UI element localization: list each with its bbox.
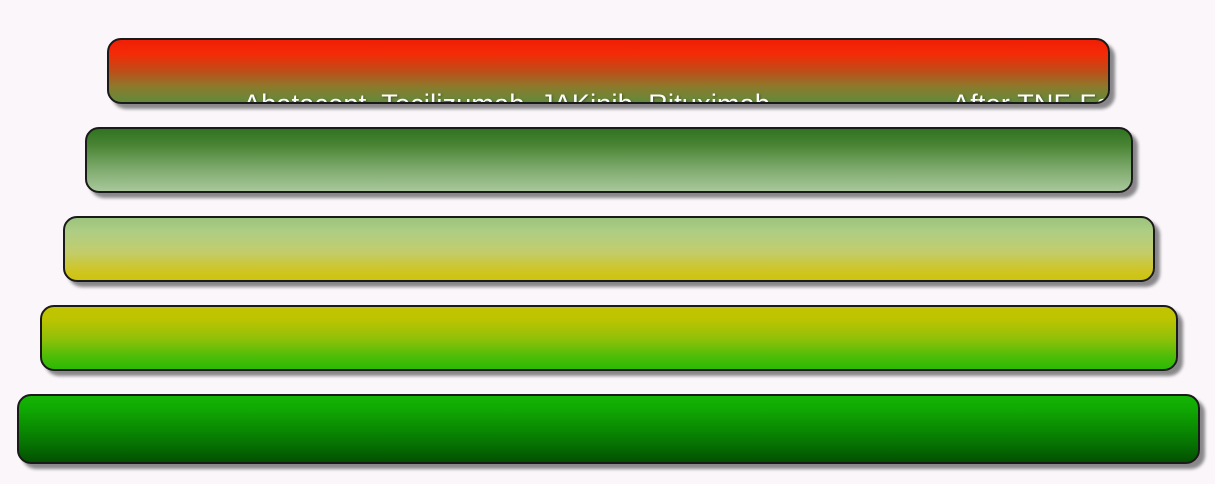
pyramid-step-4[interactable]: Anti-TNF (Abatacept, Tocilizumab, JAKini… (85, 127, 1133, 193)
pyramid-step-1[interactable]: Symptomatic Treatment (NSAID) First Pati… (17, 394, 1200, 464)
pyramid-step-5[interactable]: Abatacept, Tocilizumab, JAKinib, Rituxim… (107, 38, 1110, 104)
pyramid-step-2[interactable]: csDMARD (± Corticosteroids) Within Weeks (40, 305, 1178, 371)
pyramid-step-3[interactable]: Combination csDMARDs After 3-4 Months (63, 216, 1155, 282)
step-treatment-label: Abatacept, Tocilizumab, JAKinib, Rituxim… (243, 89, 771, 104)
step-timing-label: After TNF-Failure (952, 89, 1110, 104)
